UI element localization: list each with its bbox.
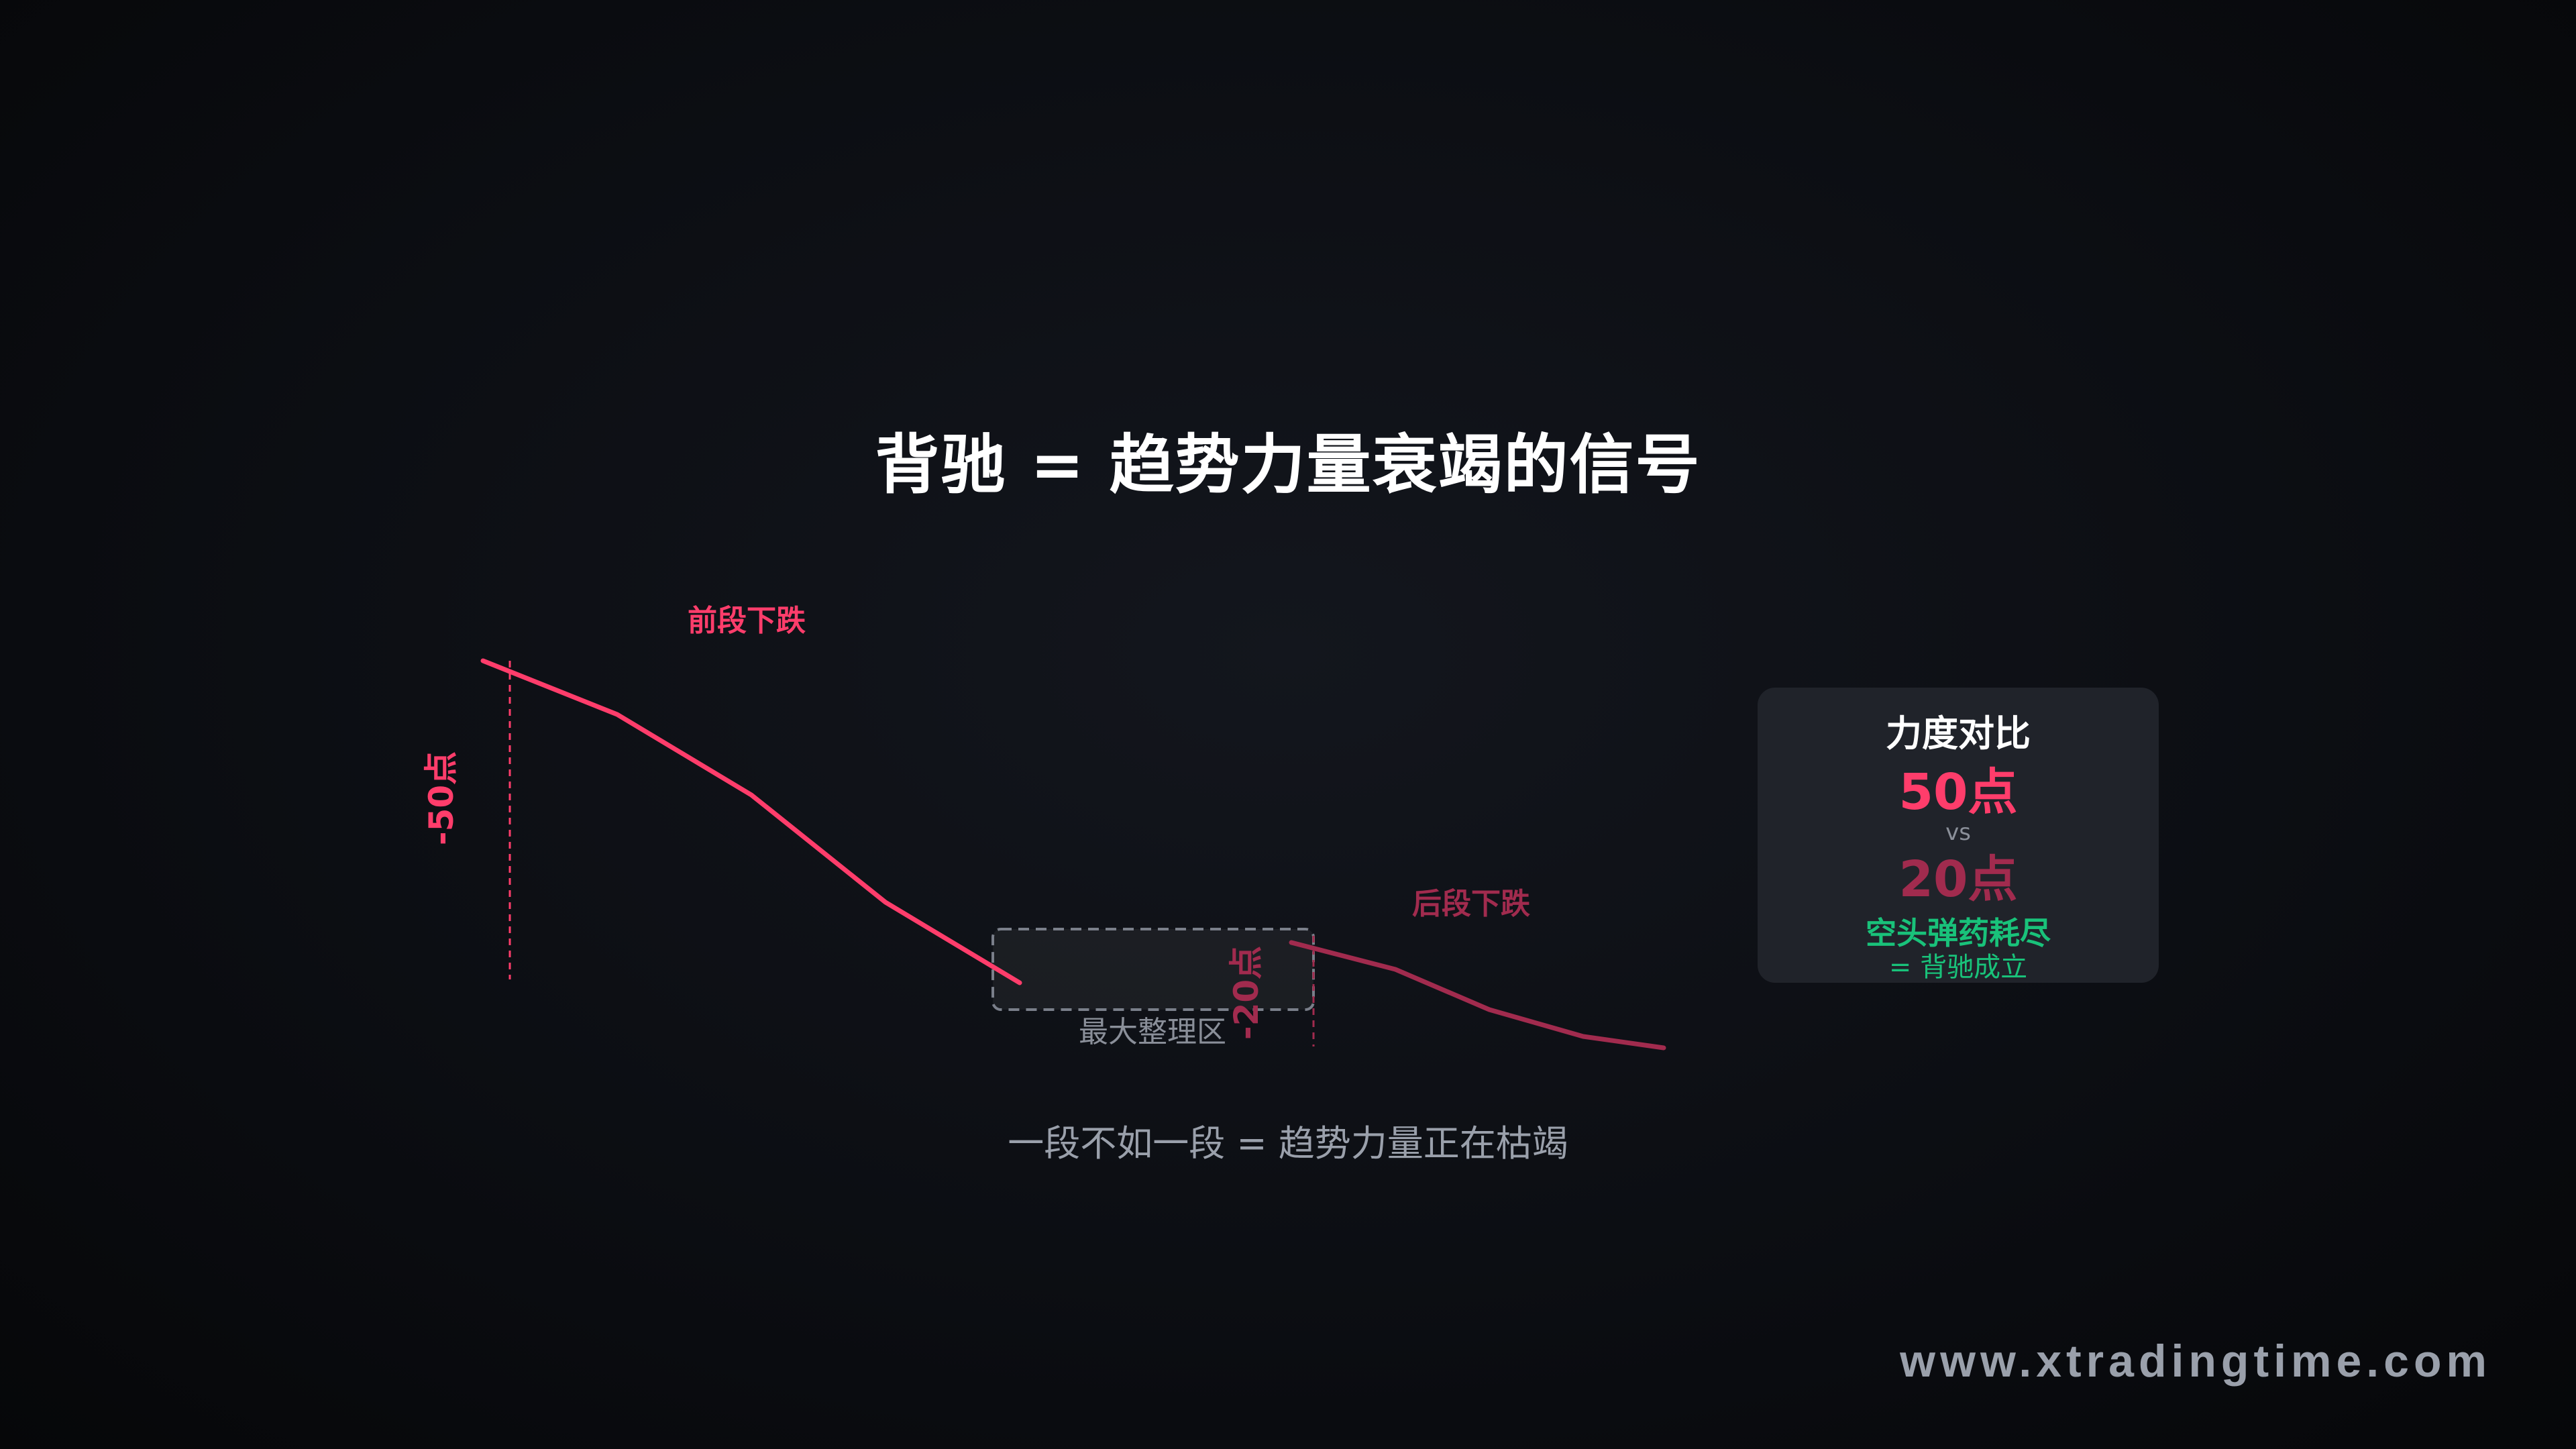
comparison-conclusion: 空头弹药耗尽 bbox=[1866, 915, 2051, 951]
site-watermark: www.xtradingtime.com bbox=[1900, 1336, 2491, 1387]
comparison-vs: vs bbox=[1945, 819, 1971, 846]
segment2-label: 后段下跌 bbox=[1412, 887, 1530, 921]
segment1-drop-label: -50点 bbox=[422, 751, 461, 845]
segment1-label: 前段下跌 bbox=[688, 604, 806, 638]
segment2-drop-label: -20点 bbox=[1227, 946, 1266, 1040]
comparison-value1: 50点 bbox=[1898, 763, 2018, 821]
comparison-value2: 20点 bbox=[1898, 851, 2018, 908]
comparison-card: 力度对比 50点 vs 20点 空头弹药耗尽 = 背驰成立 bbox=[1758, 688, 2159, 983]
comparison-title: 力度对比 bbox=[1886, 712, 2031, 755]
caption: 一段不如一段 = 趋势力量正在枯竭 bbox=[1008, 1122, 1568, 1165]
consolidation-label: 最大整理区 bbox=[1079, 1015, 1226, 1049]
segment1-line bbox=[480, 658, 1022, 985]
comparison-result: = 背驰成立 bbox=[1888, 952, 2028, 983]
page-title: 背驰 = 趋势力量衰竭的信号 bbox=[875, 427, 1701, 502]
consolidation-box bbox=[991, 928, 1315, 1011]
segment2-line bbox=[1289, 940, 1666, 1051]
